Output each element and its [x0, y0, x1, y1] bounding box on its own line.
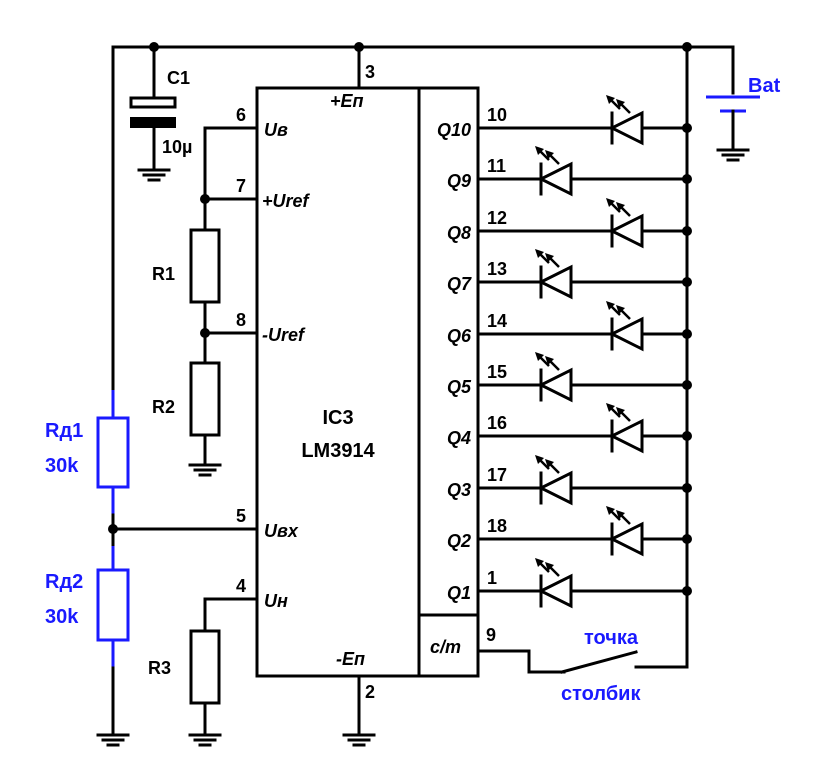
pin-refm-num: 8: [236, 310, 246, 330]
resistor-r3: [188, 597, 259, 747]
switch-dot-label: точка: [584, 627, 639, 649]
led: [535, 352, 573, 403]
output-label: Q8: [447, 223, 471, 243]
led: [535, 455, 573, 506]
output-pin-number: 10: [487, 105, 507, 125]
rd2-value: 30k: [45, 606, 79, 628]
right-rail: [634, 45, 689, 669]
output-pin-number: 1: [487, 568, 497, 588]
output-label: Q6: [447, 326, 472, 346]
r1-name: R1: [152, 264, 175, 284]
ic-body: [255, 45, 480, 747]
output-pin-number: 14: [487, 311, 507, 331]
output-row: Q7 13: [447, 249, 692, 300]
output-label: Q10: [437, 120, 471, 140]
pin-refp-num: 7: [236, 176, 246, 196]
output-row: Q6 14: [447, 301, 692, 352]
ic-designator: IC3: [322, 407, 353, 429]
pin-mode-label: c/m: [430, 637, 461, 657]
output-label: Q1: [447, 583, 471, 603]
r3-name: R3: [148, 658, 171, 678]
rd2-name: Rд2: [45, 571, 83, 593]
pin-vminus-num: 2: [365, 682, 375, 702]
pin-ulo-label: Uн: [264, 591, 288, 611]
output-row: Q5 15: [447, 352, 692, 403]
divider-left: [96, 45, 259, 747]
output-row: Q9 11: [447, 146, 692, 197]
led: [606, 506, 644, 557]
output-pin-number: 11: [487, 156, 506, 176]
output-row: Q4 16: [447, 403, 692, 454]
output-pin-number: 18: [487, 516, 507, 536]
switch-bar-label: столбик: [561, 683, 641, 705]
r2-name: R2: [152, 397, 175, 417]
c1-value: 10µ: [162, 137, 192, 157]
pin-uv-num: 6: [236, 105, 246, 125]
pin-vminus-label: -Eп: [336, 649, 365, 669]
led: [535, 249, 573, 300]
output-label: Q2: [447, 531, 471, 551]
output-label: Q5: [447, 377, 472, 397]
battery-label: Bat: [748, 75, 781, 97]
pin-uin-label: Uвх: [264, 521, 299, 541]
output-label: Q9: [447, 171, 471, 191]
battery: [706, 45, 760, 162]
mode-switch: [476, 649, 638, 674]
pin-mode-num: 9: [486, 625, 496, 645]
led: [535, 146, 573, 197]
output-pin-number: 12: [487, 208, 507, 228]
output-pin-number: 15: [487, 362, 507, 382]
pin-refp-label: +Uref: [262, 191, 311, 211]
output-pin-number: 16: [487, 413, 507, 433]
pin-refm-label: -Uref: [262, 325, 306, 345]
pin-uin-num: 5: [236, 506, 246, 526]
output-row: Q8 12: [447, 198, 692, 249]
rd1-value: 30k: [45, 455, 79, 477]
led: [606, 301, 644, 352]
pin-vplus-label: +Eп: [330, 91, 364, 111]
output-row: Q1 1: [447, 558, 692, 609]
output-label: Q7: [447, 274, 472, 294]
led: [606, 95, 644, 146]
led: [606, 403, 644, 454]
pin-vplus-num: 3: [365, 62, 375, 82]
capacitor-c1: [129, 45, 177, 182]
pin-uv-label: Uв: [264, 120, 288, 140]
output-row: Q3 17: [447, 455, 692, 506]
ic-part-number: LM3914: [301, 440, 375, 462]
top-rail: [111, 42, 735, 52]
led: [535, 558, 573, 609]
output-label: Q3: [447, 480, 471, 500]
c1-name: C1: [167, 68, 190, 88]
output-label: Q4: [447, 428, 471, 448]
output-pin-number: 17: [487, 465, 507, 485]
output-row: Q2 18: [447, 506, 692, 557]
output-row: Q10 10: [437, 95, 692, 146]
led: [606, 198, 644, 249]
output-pin-number: 13: [487, 259, 507, 279]
reference-network: [188, 126, 259, 477]
pin-ulo-num: 4: [236, 576, 246, 596]
rd1-name: Rд1: [45, 420, 83, 442]
